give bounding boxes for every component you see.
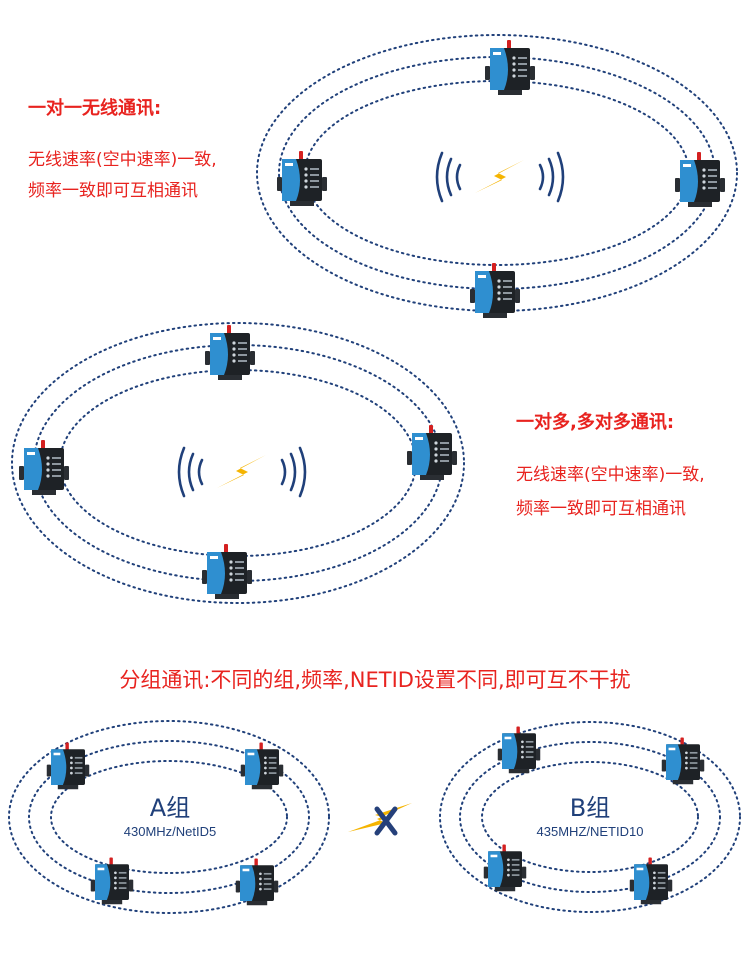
section1-line1: 无线速率(空中速率)一致, (28, 150, 217, 170)
group-a-freq: 430MHz/NetID5 (123, 824, 217, 839)
group-b-name: B组 (569, 794, 611, 822)
ring-inner (481, 761, 699, 873)
section2-line1: 无线速率(空中速率)一致, (516, 465, 705, 485)
ring-outer (8, 720, 330, 914)
cross-icon (374, 806, 398, 836)
ring-middle (278, 56, 716, 290)
radio-module-icon (240, 742, 284, 790)
wireless-signal-icon (177, 446, 307, 498)
radio-module-icon (205, 325, 255, 380)
radio-module-icon (407, 425, 457, 480)
radio-module-icon (497, 726, 541, 774)
section1-title: 一对一无线通讯: (28, 98, 162, 119)
ring-inner (304, 80, 690, 266)
wireless-signal-icon (435, 151, 565, 203)
ring-inner (59, 369, 417, 557)
radio-module-icon (661, 737, 705, 785)
radio-module-icon (483, 844, 527, 892)
radio-module-icon (202, 544, 252, 599)
ring-inner (50, 760, 288, 874)
group-b-network (439, 721, 741, 913)
section2-title: 一对多,多对多通讯: (516, 412, 675, 433)
ring-outer (11, 322, 465, 604)
radio-module-icon (235, 858, 279, 906)
group-a-network (8, 720, 330, 914)
group-b-freq: 435MHZ/NETID10 (536, 824, 644, 839)
section1-line2: 频率一致即可互相通讯 (28, 181, 198, 201)
radio-module-icon (675, 152, 725, 207)
radio-module-icon (277, 151, 327, 206)
radio-module-icon (470, 263, 520, 318)
radio-module-icon (90, 857, 134, 905)
radio-module-icon (485, 40, 535, 95)
ring-outer (439, 721, 741, 913)
ring-middle (28, 740, 310, 894)
radio-module-icon (19, 440, 69, 495)
ring-middle (33, 344, 443, 582)
radio-module-icon (46, 742, 90, 790)
section2-line2: 频率一致即可互相通讯 (516, 499, 686, 519)
ring-middle (459, 741, 721, 893)
group-a-name: A组 (149, 794, 191, 822)
section3-title: 分组通讯:不同的组,频率,NETID设置不同,即可互不干扰 (119, 668, 631, 692)
radio-module-icon (629, 857, 673, 905)
